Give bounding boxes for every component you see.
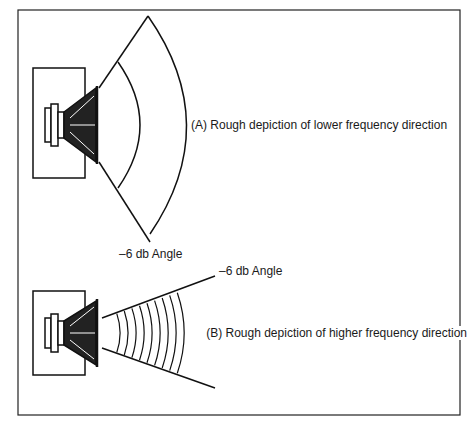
wave-front [170,295,176,370]
wave-front [140,306,145,360]
caption-label: (A) Rough depiction of lower frequency d… [190,118,448,132]
speaker-b [33,276,215,388]
wave-front [155,301,160,366]
angle-label: –6 db Angle [218,264,283,278]
speaker-a [33,16,187,242]
wave-front [162,298,168,368]
wave-front [147,303,152,363]
wave-front [177,293,184,373]
caption-label: (B) Rough depiction of higher frequency … [205,326,468,340]
angle-label: –6 db Angle [118,247,183,261]
wave-front [132,308,136,357]
wave-front [117,314,120,353]
frame [18,10,460,415]
wave-front [124,311,128,355]
